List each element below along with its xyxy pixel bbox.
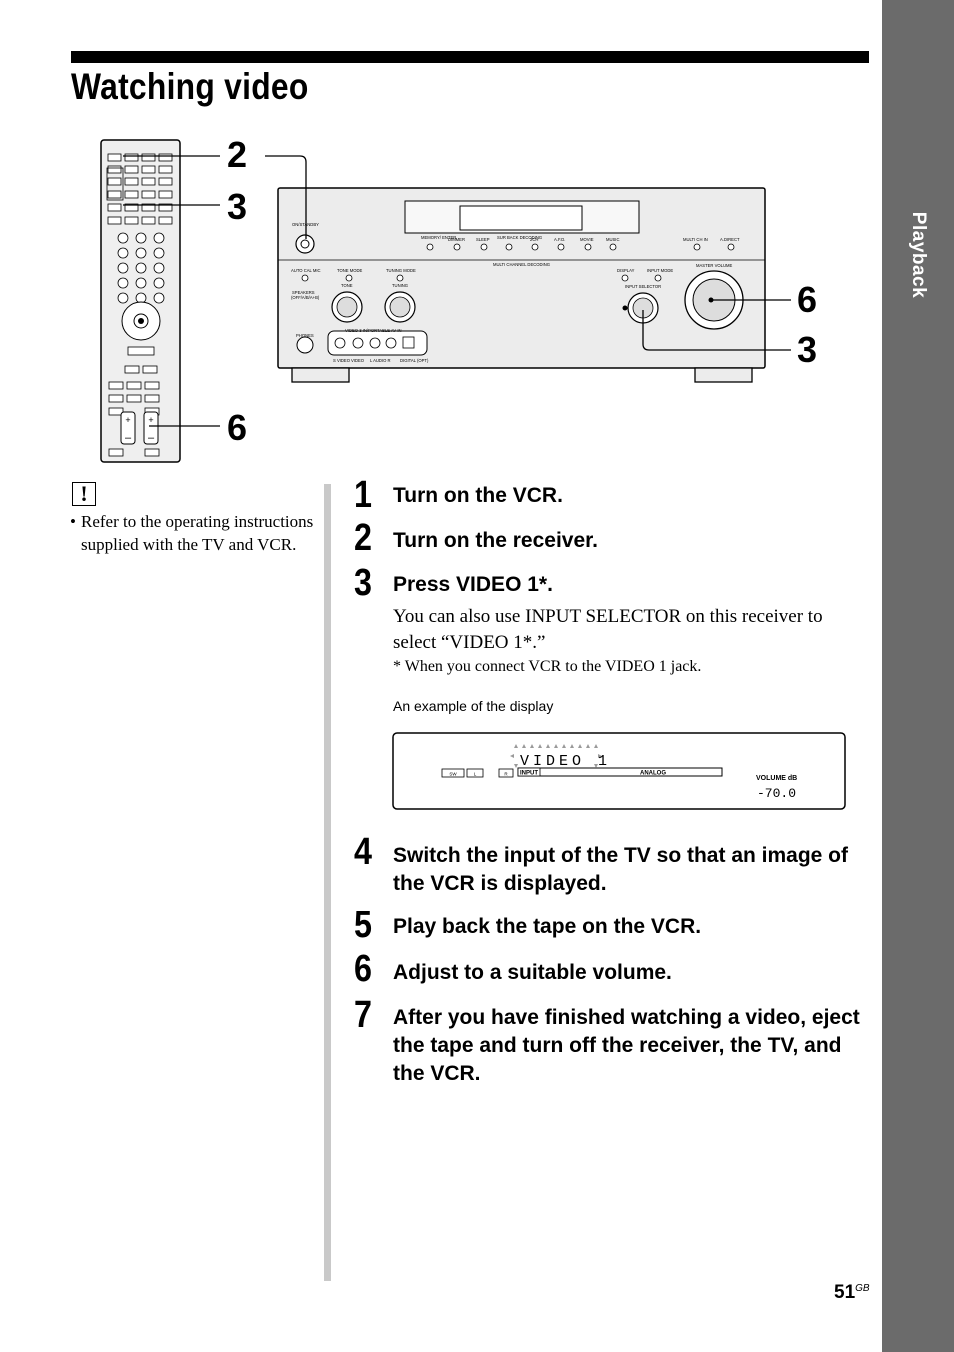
svg-text:MOVIE: MOVIE <box>580 237 594 242</box>
step-5-number: 5 <box>354 904 372 946</box>
indicator-r: R <box>504 772 508 777</box>
display-example-panel: SW L R INPUT ANALOG VIDEO 1 VOLUME dB -7… <box>392 732 846 810</box>
svg-text:2CH: 2CH <box>530 237 538 242</box>
step-3-text: Press VIDEO 1*. <box>393 573 553 596</box>
note-bullet: • <box>70 512 76 531</box>
svg-text:VIDEO: VIDEO <box>351 358 365 363</box>
note: • Refer to the operating instructions su… <box>70 511 315 556</box>
svg-text:L AUDIO R: L AUDIO R <box>370 358 391 363</box>
step-6-text: Adjust to a suitable volume. <box>393 961 672 984</box>
svg-text:MASTER VOLUME: MASTER VOLUME <box>696 263 733 268</box>
callout-2: 2 <box>227 134 247 175</box>
receiver-labels: ON/STANDBY MEMORY/ ENTER DIMMER SLEEP SU… <box>291 222 740 363</box>
svg-text:TONE MODE: TONE MODE <box>337 268 362 273</box>
svg-text:SPEAKERS: SPEAKERS <box>292 290 315 295</box>
caution-icon: ! <box>72 482 96 506</box>
svg-text:SUR BACK DECODING: SUR BACK DECODING <box>497 235 542 240</box>
step-4-text: Switch the input of the TV so that an im… <box>393 844 849 895</box>
svg-text:MULTI CHANNEL DECODING: MULTI CHANNEL DECODING <box>493 262 550 267</box>
callout-lines-left <box>123 155 220 427</box>
page-number: 51GB <box>834 1282 870 1304</box>
step-1-text: Turn on the VCR. <box>393 484 563 507</box>
svg-text:(OFF/A/B/A+B): (OFF/A/B/A+B) <box>291 295 320 300</box>
svg-text:–: – <box>125 432 132 444</box>
svg-text:AUTO CAL MIC: AUTO CAL MIC <box>291 268 321 273</box>
svg-text:DISPLAY: DISPLAY <box>617 268 635 273</box>
svg-text:VIDEO 3 IN/PORTABLE AV IN: VIDEO 3 IN/PORTABLE AV IN <box>345 328 402 333</box>
callout-lines-right <box>265 155 791 351</box>
step-4-number: 4 <box>354 831 372 873</box>
callout-3-left: 3 <box>227 186 247 227</box>
remote-control: + – + – <box>100 139 181 463</box>
volume-value: -70.0 <box>757 786 796 801</box>
step-7-text: After you have finished watching a video… <box>393 1006 860 1085</box>
svg-text:DIGITAL (OPT): DIGITAL (OPT) <box>400 358 429 363</box>
callout-3-right: 3 <box>797 329 817 370</box>
svg-text:TUNING MODE: TUNING MODE <box>386 268 416 273</box>
note-text: Refer to the operating instructions supp… <box>81 512 314 554</box>
indicator-l: L <box>474 772 477 777</box>
svg-text:MULTI CH IN: MULTI CH IN <box>683 237 708 242</box>
step-3-number: 3 <box>354 562 372 604</box>
callout-6-right: 6 <box>797 279 817 320</box>
svg-text:A.F.D.: A.F.D. <box>554 237 565 242</box>
svg-text:INPUT SELECTOR: INPUT SELECTOR <box>625 284 661 289</box>
svg-text:DIMMER: DIMMER <box>448 237 465 242</box>
input-indicator: INPUT <box>520 771 538 777</box>
svg-text:+: + <box>125 415 130 425</box>
page-number-value: 51 <box>834 1282 856 1303</box>
readout-dots <box>510 744 602 768</box>
analog-indicator: ANALOG <box>640 771 666 777</box>
remote-and-receiver-illustration: + – + – 2 3 6 <box>100 134 817 463</box>
svg-text:MEMORY/ ENTER: MEMORY/ ENTER <box>421 235 456 240</box>
svg-text:S VIDEO: S VIDEO <box>333 358 351 363</box>
step-2-text: Turn on the receiver. <box>393 529 599 552</box>
display-readout: VIDEO 1 <box>520 753 611 770</box>
step-1-number: 1 <box>354 474 372 516</box>
step-3-footnote: * When you connect VCR to the VIDEO 1 ja… <box>393 658 702 675</box>
page-number-suffix: GB <box>855 1283 870 1294</box>
svg-text:TONE: TONE <box>341 283 353 288</box>
display-example-caption: An example of the display <box>393 698 554 714</box>
step-5-text: Play back the tape on the VCR. <box>393 915 702 938</box>
svg-text:–: – <box>148 432 155 444</box>
svg-text:PHONES: PHONES <box>296 333 314 338</box>
section-label: Playback <box>908 211 929 299</box>
step-2-number: 2 <box>354 517 372 559</box>
svg-text:SLEEP: SLEEP <box>476 237 490 242</box>
step-7-number: 7 <box>354 994 372 1036</box>
step-3-detail: You can also use INPUT SELECTOR on this … <box>393 606 823 653</box>
step-6-number: 6 <box>354 948 372 990</box>
svg-text:TUNING: TUNING <box>392 283 408 288</box>
volume-label: VOLUME dB <box>756 775 797 782</box>
svg-text:A.DIRECT: A.DIRECT <box>720 237 740 242</box>
section-side-tab <box>882 0 954 1352</box>
title-rule <box>71 51 869 63</box>
svg-text:MUSIC: MUSIC <box>606 237 620 242</box>
svg-text:INPUT MODE: INPUT MODE <box>647 268 673 273</box>
callout-6-left: 6 <box>227 407 247 448</box>
indicator-sw: SW <box>449 772 457 777</box>
page-title: Watching video <box>71 66 309 107</box>
column-divider <box>324 484 331 1281</box>
svg-text:+: + <box>148 415 153 425</box>
